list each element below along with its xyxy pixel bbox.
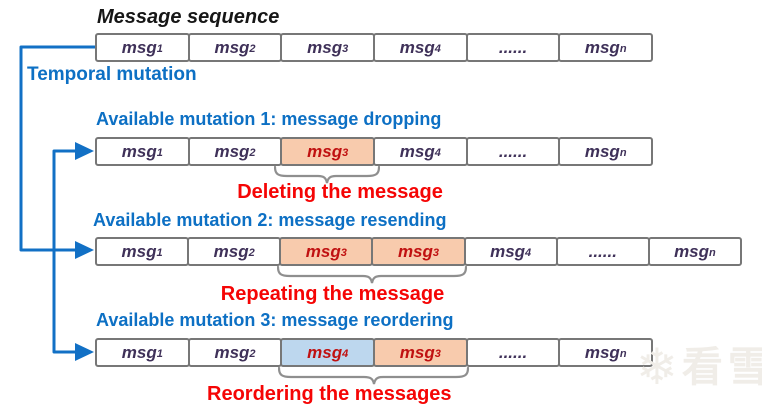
cell-subscript: n (619, 348, 627, 360)
cell-subscript: 2 (249, 147, 256, 159)
cell-label: msg (584, 37, 620, 57)
mutation2-header: Available mutation 2: message resending (93, 210, 447, 230)
cell-subscript: n (619, 43, 627, 55)
brace-mutation1-icon (274, 165, 380, 184)
cell-label: ...... (498, 37, 528, 57)
cell-label: msg (307, 141, 343, 161)
cell-subscript: 4 (525, 247, 532, 259)
cell-label: msg (305, 241, 341, 261)
cell-label: ...... (498, 141, 528, 161)
cell-label: msg (121, 342, 157, 362)
cell-label: ...... (588, 241, 617, 261)
cell-label: msg (121, 241, 157, 261)
brace-mutation3-icon (278, 366, 469, 385)
cell-label: msg (490, 241, 526, 261)
mutation1-header: Available mutation 1: message dropping (96, 109, 442, 129)
cell-subscript: 1 (156, 43, 163, 55)
cell-subscript: 1 (156, 147, 163, 159)
cell-label: msg (397, 241, 433, 261)
arrowhead-mutation1-icon (75, 142, 94, 160)
watermark: ❄ 看雪 (636, 342, 762, 392)
cell-subscript: n (709, 247, 716, 259)
message-cell-ellipsis: ...... (465, 137, 561, 166)
cell-subscript: 4 (342, 348, 349, 360)
cell-subscript: 1 (156, 348, 163, 360)
brace-mutation2-icon (277, 265, 467, 284)
message-cell-ellipsis: ...... (465, 33, 561, 62)
cell-label: msg (214, 141, 250, 161)
cell-subscript: 3 (432, 247, 440, 259)
snowflake-icon: ❄ (636, 339, 678, 395)
cell-subscript: 3 (342, 147, 349, 159)
cell-subscript: 2 (249, 43, 256, 55)
cell-label: msg (213, 241, 249, 261)
message-cell-ellipsis: ...... (465, 338, 561, 367)
cell-label: msg (584, 342, 620, 362)
watermark-text: 看雪 (681, 343, 762, 390)
cell-label: msg (121, 141, 157, 161)
arrowhead-mutation3-icon (75, 343, 94, 361)
mutation2-caption: Repeating the message (220, 283, 445, 305)
diagram-title: Message sequence (97, 6, 280, 28)
cell-label: msg (214, 37, 250, 57)
mutation3-header: Available mutation 3: message reordering (96, 310, 454, 330)
cell-label: msg (399, 141, 435, 161)
cell-subscript: 2 (248, 247, 255, 259)
message-cell-ellipsis: ...... (555, 237, 650, 266)
cell-subscript: 1 (156, 247, 163, 259)
cell-subscript: n (619, 147, 627, 159)
cell-subscript: 4 (434, 43, 441, 55)
connector-branch-line (52, 149, 76, 354)
cell-label: msg (307, 342, 343, 362)
cell-subscript: 3 (434, 348, 441, 360)
mutation1-caption: Deleting the message (237, 181, 443, 203)
cell-label: msg (674, 241, 710, 261)
mutation3-caption: Reordering the messages (207, 383, 452, 405)
cell-label: msg (307, 37, 343, 57)
cell-subscript: 3 (342, 43, 349, 55)
cell-subscript: 3 (340, 247, 347, 259)
temporal-mutation-label: Temporal mutation (27, 64, 197, 85)
cell-subscript: 4 (434, 147, 441, 159)
cell-label: msg (584, 141, 620, 161)
cell-label: ...... (498, 342, 528, 362)
cell-label: msg (121, 37, 157, 57)
cell-label: msg (399, 342, 435, 362)
cell-label: msg (214, 342, 250, 362)
cell-subscript: 2 (249, 348, 256, 360)
arrowhead-mutation2-icon (75, 241, 94, 259)
cell-label: msg (399, 37, 435, 57)
